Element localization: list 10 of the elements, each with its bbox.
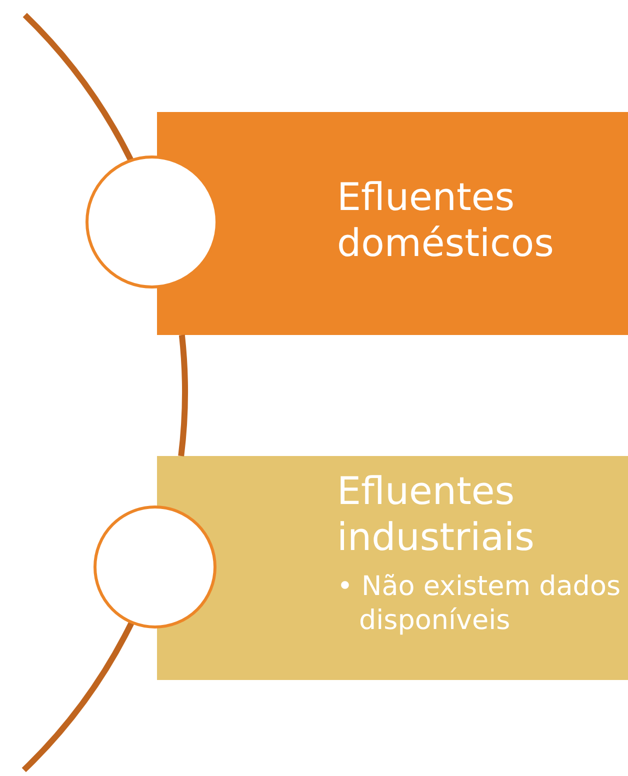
bullet-text: • Não existem dados disponíveis (337, 570, 622, 638)
marker-circle (94, 506, 216, 628)
arc-line (22, 621, 134, 772)
arc-line (178, 334, 188, 456)
category-box (157, 456, 628, 680)
box-heading: Efluentes industriais (337, 468, 536, 560)
marker-circle (86, 156, 218, 288)
box-heading: Efluentes domésticos (337, 174, 555, 266)
arc-line (22, 12, 134, 162)
category-box (157, 112, 628, 335)
